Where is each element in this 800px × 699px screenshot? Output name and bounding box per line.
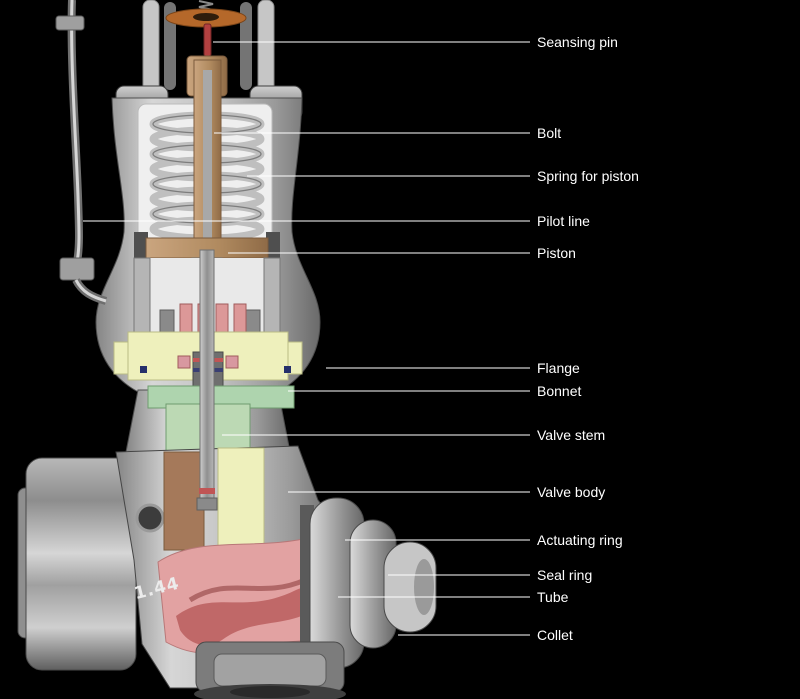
label-piston: Piston — [537, 245, 576, 261]
tube-passage — [157, 535, 337, 654]
body-cut-yellow — [217, 447, 265, 551]
label-flange: Flange — [537, 360, 580, 376]
label-actuating-ring: Actuating ring — [537, 532, 623, 548]
collet-cap — [383, 541, 437, 633]
side-port — [135, 503, 165, 533]
valve-stem — [196, 249, 218, 511]
sensing-disc — [165, 0, 247, 28]
label-tube: Tube — [537, 589, 569, 605]
bolt-shaft — [186, 55, 228, 253]
label-spring-for-piston: Spring for piston — [537, 168, 639, 184]
label-collet: Collet — [537, 627, 573, 643]
leader-lines — [83, 41, 530, 636]
pilot-line — [55, 0, 108, 305]
label-pilot-line: Pilot line — [537, 213, 590, 229]
label-bolt: Bolt — [537, 125, 562, 141]
label-valve-body: Valve body — [537, 484, 606, 500]
bottom-outlet — [194, 641, 346, 699]
label-seansing-pin: Seansing pin — [537, 34, 618, 50]
label-valve-stem: Valve stem — [537, 427, 606, 443]
label-seal-ring: Seal ring — [537, 567, 593, 583]
label-bonnet: Bonnet — [537, 383, 582, 399]
hex-nut — [17, 457, 137, 671]
